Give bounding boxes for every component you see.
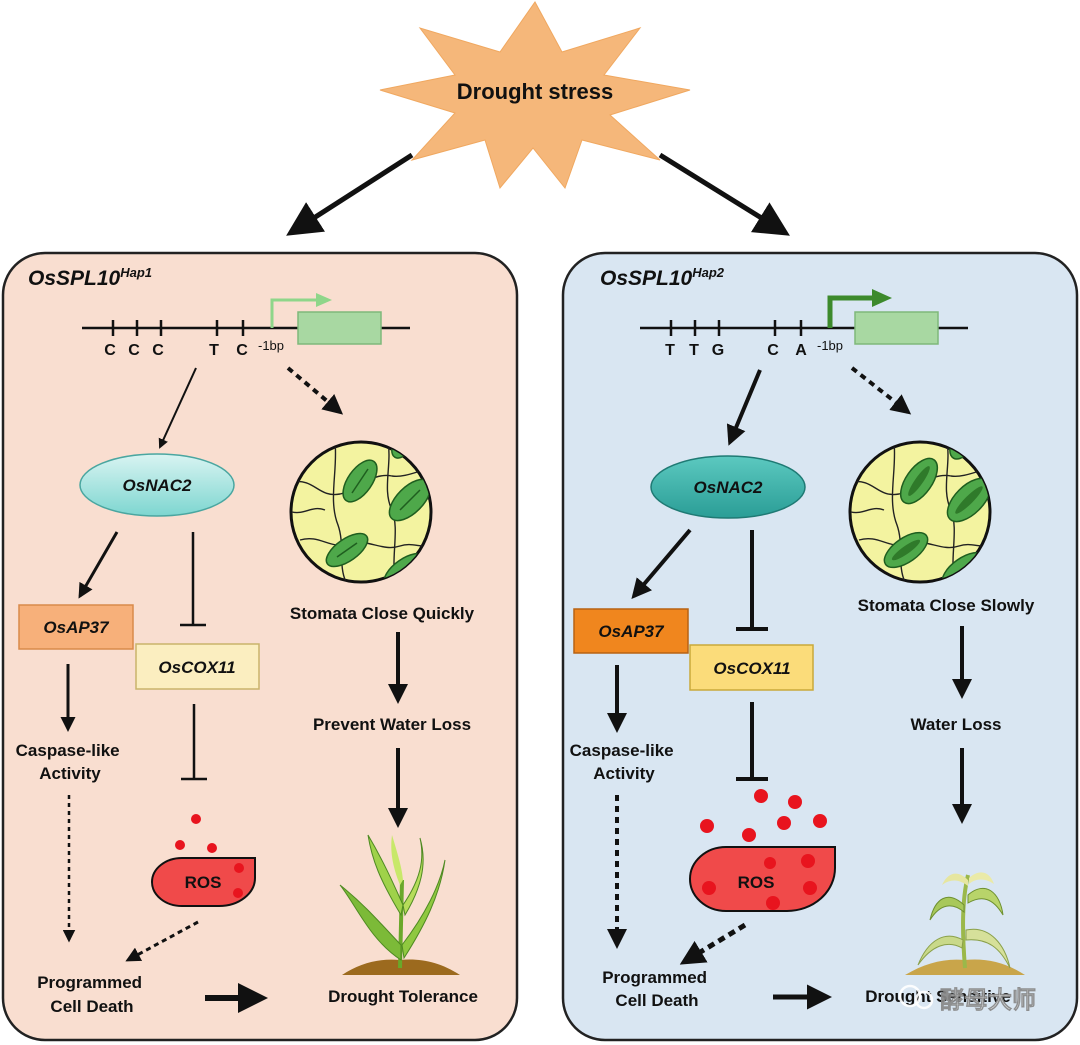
hap2-pcd-label: Programmed Cell Death bbox=[602, 968, 712, 1010]
hap1-snp-4: T bbox=[209, 342, 219, 359]
hap2-snp-ticks bbox=[669, 320, 803, 336]
hap1-osnac2-node bbox=[79, 453, 235, 517]
drought-stress-label: Drought stress bbox=[457, 79, 613, 104]
hap2-snp-1: T bbox=[665, 342, 675, 359]
hap1-osnac2-label: OsNAC2 bbox=[123, 476, 193, 495]
hap1-water-label: Prevent Water Loss bbox=[313, 715, 471, 734]
hap2-gene-box bbox=[854, 311, 939, 345]
hap1-snp-ticks bbox=[111, 320, 245, 336]
arrow-to-hap1 bbox=[286, 152, 414, 236]
hap1-ros-node bbox=[151, 814, 256, 907]
hap2-stomata-label: Stomata Close Slowly bbox=[858, 596, 1035, 615]
hap1-snp-5: C bbox=[236, 342, 248, 359]
arrow-to-hap2 bbox=[658, 152, 790, 236]
hap2-snp-5: A bbox=[795, 342, 807, 359]
hap1-stomata-label: Stomata Close Quickly bbox=[290, 604, 475, 623]
hap1-gene-box bbox=[297, 311, 382, 345]
hap1-tss-label: -1bp bbox=[258, 338, 284, 353]
hap2-water-label: Water Loss bbox=[910, 715, 1001, 734]
hap2-osnac2-label: OsNAC2 bbox=[694, 478, 764, 497]
hap1-ros-label: ROS bbox=[185, 873, 222, 892]
hap2-osap37-node bbox=[573, 608, 689, 654]
hap2-osap37-label: OsAP37 bbox=[598, 622, 665, 641]
hap1-outcome-label: Drought Tolerance bbox=[328, 987, 478, 1006]
hap1-oscox11-label: OsCOX11 bbox=[158, 658, 235, 677]
watermark-text: 酵母大师 bbox=[940, 986, 1036, 1014]
hap2-caspase-label: Caspase-like Activity bbox=[570, 741, 679, 783]
hap2-ros-label: ROS bbox=[738, 873, 775, 892]
hap1-healthy-plant-icon bbox=[339, 834, 460, 975]
hap2-osnac2-node bbox=[650, 455, 806, 519]
hap1-title: OsSPL10Hap1 bbox=[28, 265, 152, 290]
drought-stress-star bbox=[379, 1, 691, 190]
hap2-wilted-plant-icon bbox=[905, 872, 1025, 975]
hap1-snp-1: C bbox=[104, 342, 116, 359]
hap1-snp-3: C bbox=[152, 342, 164, 359]
hap1-osap37-label: OsAP37 bbox=[43, 618, 110, 637]
hap2-snp-4: C bbox=[767, 342, 779, 359]
hap2-snp-2: T bbox=[689, 342, 699, 359]
hap2-oscox11-label: OsCOX11 bbox=[713, 659, 790, 678]
hap2-snp-3: G bbox=[712, 342, 724, 359]
watermark: 酵母大师 bbox=[898, 984, 1036, 1014]
hap1-caspase-label: Caspase-like Activity bbox=[16, 741, 125, 783]
hap1-oscox11-node bbox=[135, 643, 260, 690]
hap2-ros-node bbox=[689, 789, 836, 912]
hap2-tss-arrow-icon bbox=[827, 295, 876, 328]
hap2-oscox11-node bbox=[689, 644, 814, 691]
hap1-tss-arrow-icon bbox=[270, 298, 318, 328]
hap1-osap37-node bbox=[18, 604, 134, 650]
hap1-snp-2: C bbox=[128, 342, 140, 359]
hap2-tss-label: -1bp bbox=[817, 338, 843, 353]
hap2-title: OsSPL10Hap2 bbox=[600, 265, 725, 290]
hap1-pcd-label: Programmed Cell Death bbox=[37, 973, 147, 1016]
